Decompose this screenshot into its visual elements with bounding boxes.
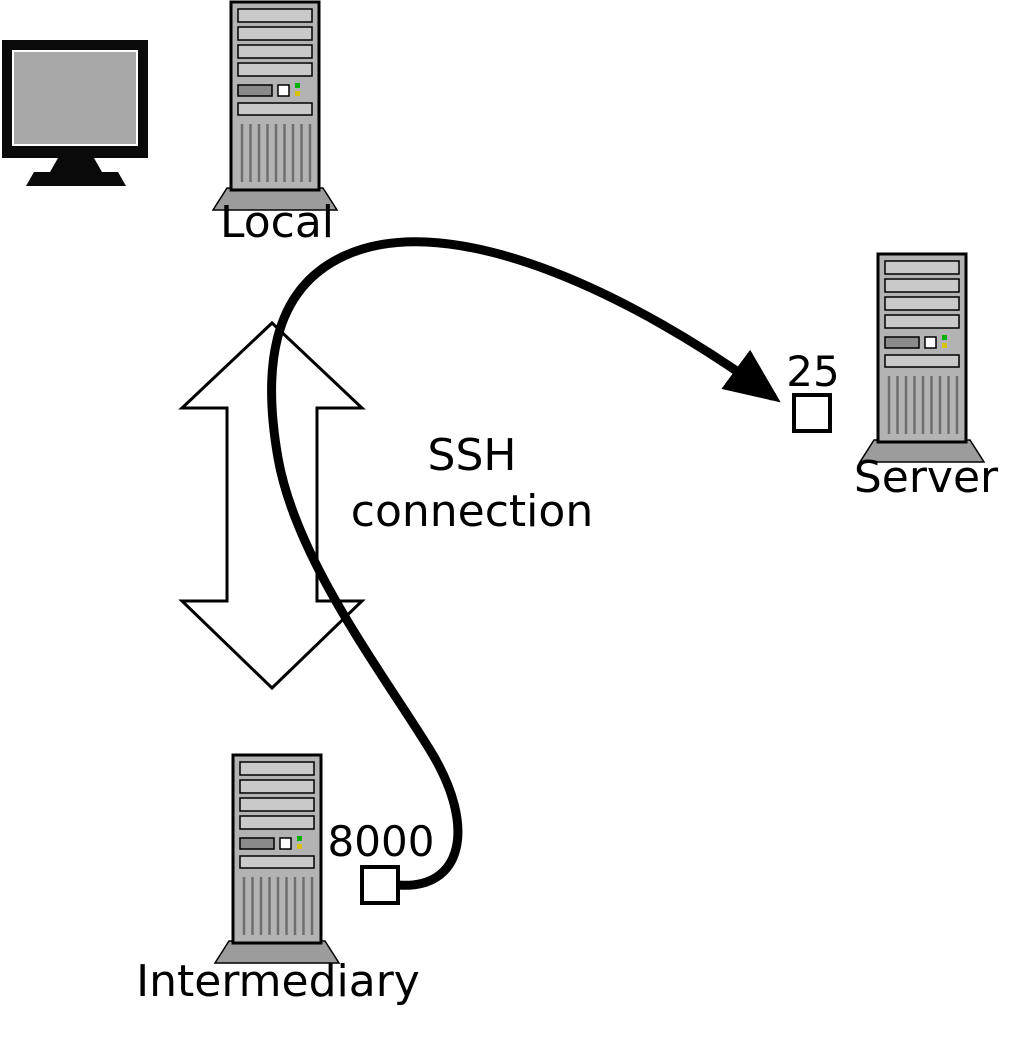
tunnel-curve-arrow-icon: [267, 237, 781, 890]
crt-monitor-icon: [2, 40, 148, 186]
intermediary-label: Intermediary: [136, 956, 420, 1007]
server-port-label: 25: [786, 347, 839, 396]
intermediary-port-label: 8000: [328, 817, 435, 866]
monitor-neck: [50, 158, 102, 172]
server-port-box-icon: [792, 393, 832, 433]
local-computer-icon: [211, 0, 339, 212]
monitor-screen: [12, 50, 138, 146]
intermediary-computer-icon: [213, 753, 341, 965]
intermediary-port-box-icon: [360, 865, 400, 905]
ssh-connection-label-line2: connection: [351, 486, 593, 537]
local-label: Local: [220, 197, 334, 248]
server-computer-icon: [858, 252, 986, 464]
server-label: Server: [854, 452, 999, 503]
double-headed-arrow-icon: [178, 320, 366, 691]
monitor-stand: [26, 172, 126, 186]
ssh-connection-label-line1: SSH: [428, 430, 517, 481]
